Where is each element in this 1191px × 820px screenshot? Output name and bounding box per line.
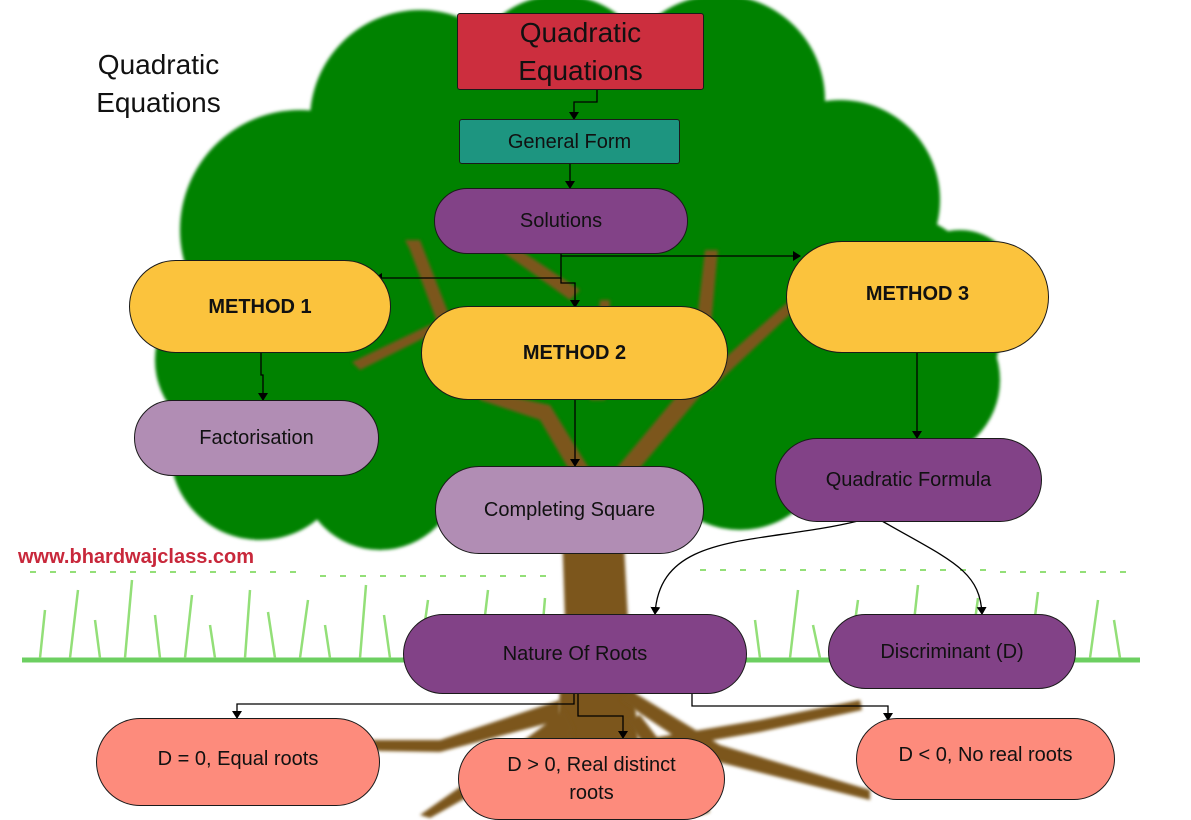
node-d-equal-zero[interactable]: D = 0, Equal roots	[96, 718, 380, 806]
node-completing-square[interactable]: Completing Square	[435, 466, 704, 554]
node-nature-of-roots[interactable]: Nature Of Roots	[403, 614, 747, 694]
website-link[interactable]: www.bhardwajclass.com	[18, 546, 255, 568]
node-quadratic-formula[interactable]: Quadratic Formula	[775, 438, 1042, 522]
node-general-form[interactable]: General Form	[459, 119, 680, 164]
node-solutions[interactable]: Solutions	[434, 188, 688, 254]
node-d-greater-zero[interactable]: D > 0, Real distinct roots	[458, 738, 725, 820]
node-method-3[interactable]: METHOD 3	[786, 241, 1049, 353]
node-quadratic-equations[interactable]: Quadratic Equations	[457, 13, 704, 90]
side-title: Quadratic Equations	[96, 49, 221, 118]
node-discriminant[interactable]: Discriminant (D)	[828, 614, 1076, 689]
node-factorisation[interactable]: Factorisation	[134, 400, 379, 476]
node-d-less-zero[interactable]: D < 0, No real roots	[856, 718, 1115, 800]
node-method-2[interactable]: METHOD 2	[421, 306, 728, 400]
node-method-1[interactable]: METHOD 1	[129, 260, 391, 353]
